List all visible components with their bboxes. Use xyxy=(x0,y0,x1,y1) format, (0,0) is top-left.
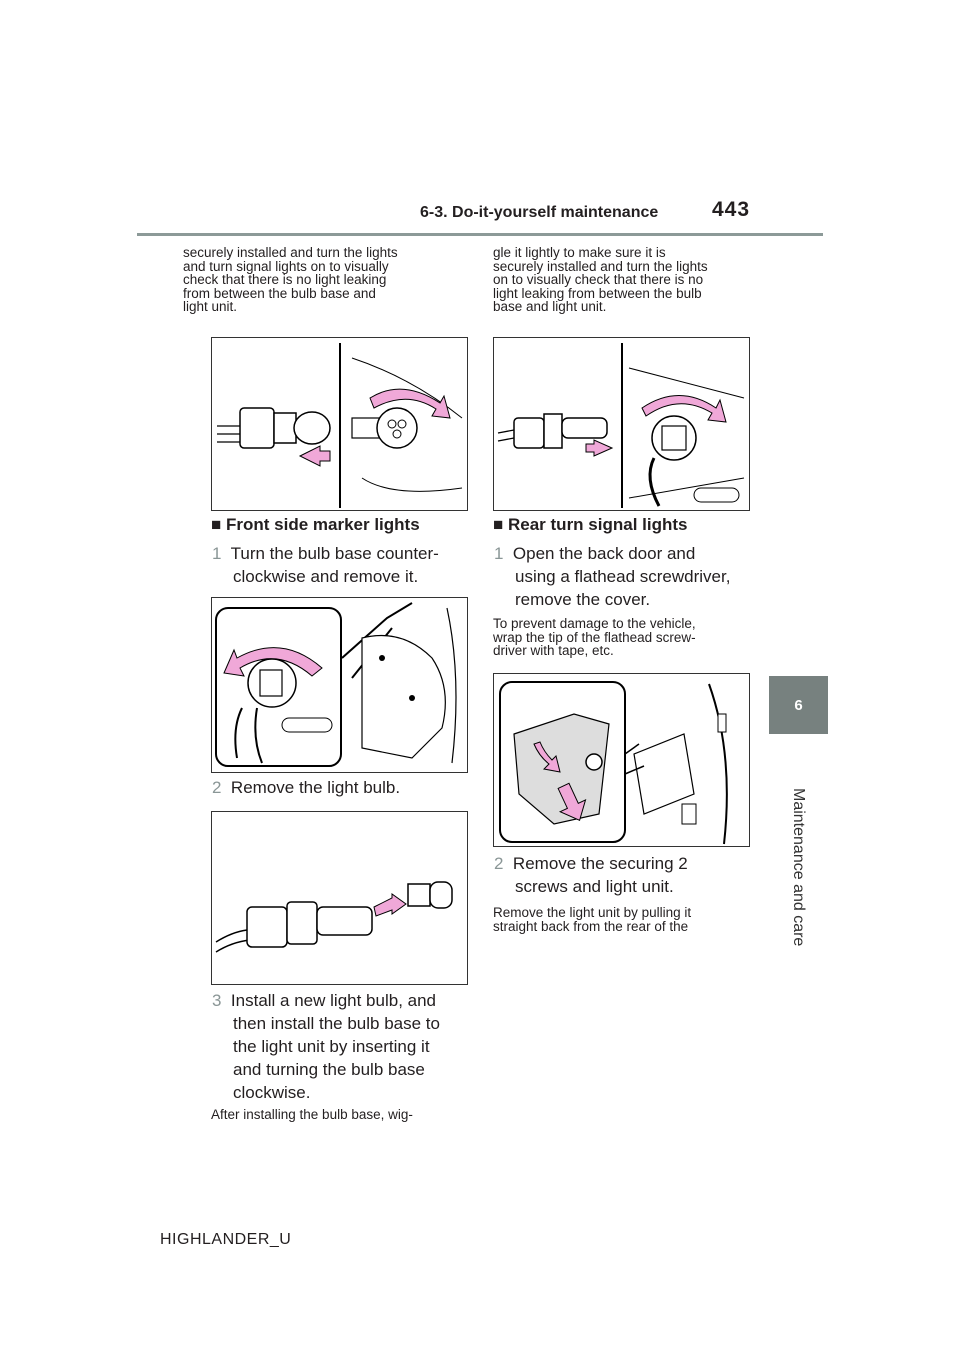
step-text: and turning the bulb base xyxy=(233,1060,425,1079)
step-number: 1 xyxy=(212,544,222,563)
step-text: Open the back door and xyxy=(512,544,696,563)
step-2-right: 2 Remove the securing 2 screws and light… xyxy=(494,852,775,898)
right-intro: gle it lightly to make sure it is secure… xyxy=(493,246,763,314)
step-text: using a flathead screwdriver, xyxy=(515,567,731,586)
figure-front-turn-bulb xyxy=(211,337,468,511)
intro-line: check that there is no light leaking xyxy=(183,272,387,287)
chapter-tab: 6 xyxy=(769,676,828,734)
intro-line: and turn signal lights on to visually xyxy=(183,258,389,274)
section-title: 6-3. Do-it-yourself maintenance xyxy=(420,204,659,221)
figure-illustration xyxy=(497,343,745,508)
note-line: driver with tape, etc. xyxy=(493,643,614,658)
intro-line: on to visually check that there is no xyxy=(493,272,704,287)
note-line: To prevent damage to the vehicle, xyxy=(493,616,696,631)
figure-illustration xyxy=(217,343,463,508)
step-2-left: 2 Remove the light bulb. xyxy=(212,776,400,799)
right-note: To prevent damage to the vehicle, wrap t… xyxy=(493,617,763,658)
step-text: the light unit by inserting it xyxy=(233,1037,430,1056)
figure-illustration xyxy=(215,602,457,767)
figure-remove-light-bulb xyxy=(211,811,468,985)
note-line: Remove the light unit by pulling it xyxy=(493,905,692,920)
step-1-left: 1 Turn the bulb base counter- clockwise … xyxy=(212,542,493,588)
intro-line: securely installed and turn the lights xyxy=(493,258,708,274)
figure-remove-cover xyxy=(493,673,750,847)
intro-line: from between the bulb base and xyxy=(183,285,376,301)
footer-model: HIGHLANDER_U xyxy=(160,1231,292,1248)
intro-line: base and light unit. xyxy=(493,299,607,314)
page-number: 443 xyxy=(712,198,751,221)
step-number: 2 xyxy=(212,778,222,797)
note-line: wrap the tip of the flathead screw- xyxy=(493,629,696,645)
heading-text: Front side marker lights xyxy=(226,515,420,534)
intro-line: light leaking from between the bulb xyxy=(493,285,702,301)
step-text: Install a new light bulb, and xyxy=(230,991,437,1010)
chapter-number: 6 xyxy=(794,696,803,714)
figure-rear-bulb-install xyxy=(493,337,750,511)
intro-line: gle it lightly to make sure it is xyxy=(493,245,666,260)
step-text: screws and light unit. xyxy=(515,877,674,896)
note-line: straight back from the rear of the xyxy=(493,918,689,934)
step-number: 1 xyxy=(494,544,504,563)
intro-line: securely installed and turn the lights xyxy=(183,245,398,260)
figure-illustration xyxy=(499,681,728,845)
step-number: 3 xyxy=(212,991,222,1010)
step-text: then install the bulb base to xyxy=(233,1014,440,1033)
heading-text: Rear turn signal lights xyxy=(508,515,688,534)
step-text: clockwise and remove it. xyxy=(233,567,419,586)
right-note-2: Remove the light unit by pulling it stra… xyxy=(493,906,763,933)
step-1-right: 1 Open the back door and using a flathea… xyxy=(494,542,775,611)
step-number: 2 xyxy=(494,854,504,873)
step-text: Remove the light bulb. xyxy=(230,778,401,797)
chapter-title: Maintenance and care xyxy=(790,788,807,947)
step-text: remove the cover. xyxy=(515,590,651,609)
left-intro: securely installed and turn the lights a… xyxy=(183,246,473,314)
step-text: clockwise. xyxy=(233,1083,311,1102)
step-text: Turn the bulb base counter- xyxy=(230,544,439,563)
figure-illustration xyxy=(215,881,453,953)
header-rule xyxy=(137,233,823,236)
left-after-note: After installing the bulb base, wig- xyxy=(211,1107,413,1122)
section-heading-rear-turn-signal: ■ Rear turn signal lights xyxy=(493,515,688,534)
figure-front-side-marker-remove xyxy=(211,597,468,773)
intro-line: light unit. xyxy=(183,299,238,314)
section-heading-front-side-marker: ■ Front side marker lights xyxy=(211,515,420,534)
step-text: Remove the securing 2 xyxy=(512,854,688,873)
step-3-left: 3 Install a new light bulb, and then ins… xyxy=(212,989,498,1104)
